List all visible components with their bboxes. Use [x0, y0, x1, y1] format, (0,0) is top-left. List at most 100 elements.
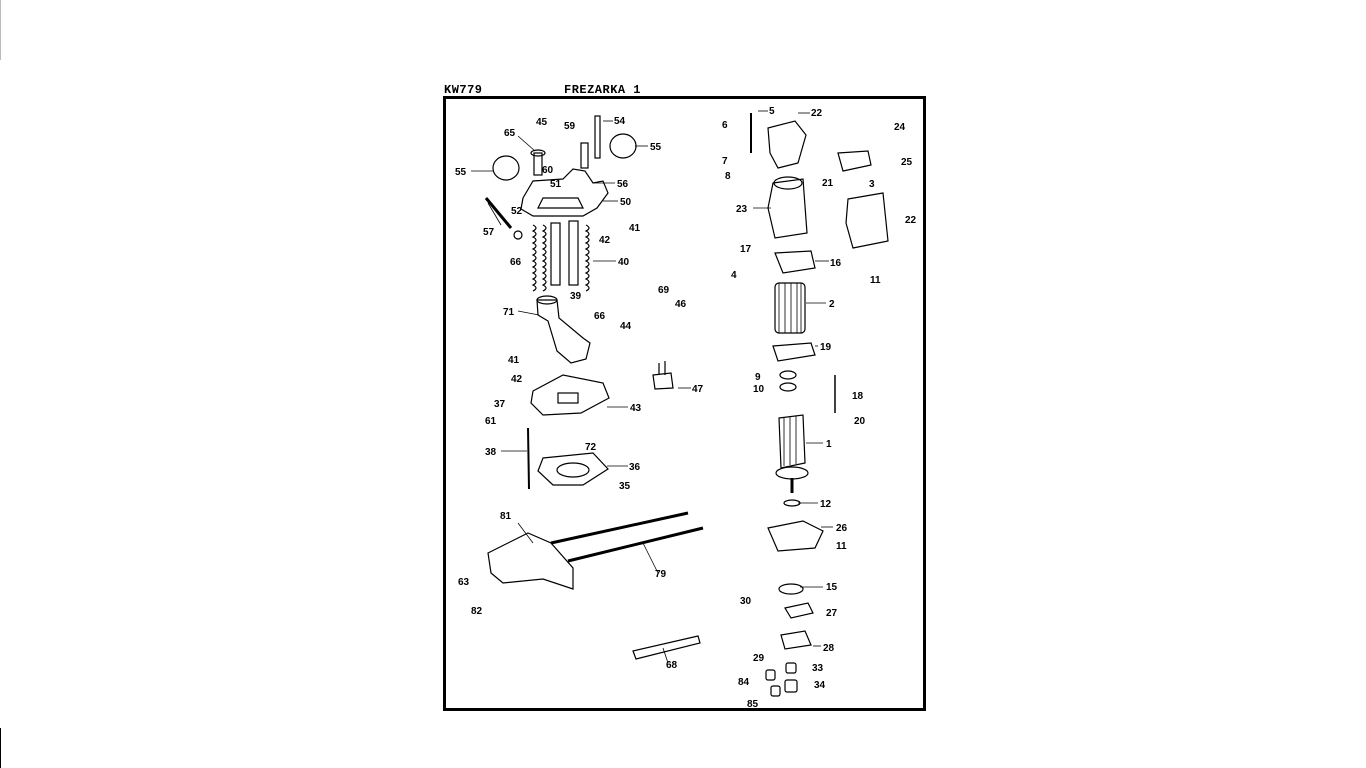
pin — [580, 142, 589, 169]
sub-base-36 — [537, 452, 609, 486]
part-label: 9 — [755, 372, 761, 383]
part-label: 17 — [740, 244, 752, 255]
part-label: 28 — [823, 643, 835, 654]
part-label: 2 — [829, 299, 835, 310]
part-label: 42 — [599, 235, 611, 246]
part-label: 63 — [458, 577, 470, 588]
part-label: 35 — [619, 481, 631, 492]
part-label: 37 — [494, 399, 506, 410]
edge-guide-81 — [487, 532, 574, 590]
rod-54 — [594, 115, 601, 159]
base-43 — [530, 374, 610, 416]
part-47 — [652, 372, 674, 390]
part-label: 34 — [814, 680, 826, 691]
bearing-10 — [779, 382, 797, 392]
column-39 — [550, 222, 561, 286]
stator-2 — [774, 282, 806, 334]
part-label: 7 — [722, 156, 728, 167]
pin-65 — [533, 152, 543, 176]
bearing-housing-19 — [772, 342, 816, 362]
part-label: 23 — [736, 204, 748, 215]
part-label: 5 — [769, 106, 775, 117]
part-label: 51 — [550, 179, 562, 190]
bracket-16 — [774, 250, 816, 274]
part-label: 41 — [508, 355, 520, 366]
exploded-parts-diagram: 1 2 3 4 5 6 7 8 9 10 11 11 12 15 16 17 1… — [443, 96, 926, 711]
part-label: 71 — [503, 307, 515, 318]
part-label: 56 — [617, 179, 629, 190]
part-label: 46 — [675, 299, 687, 310]
part-label: 1 — [826, 439, 832, 450]
part-label: 40 — [618, 257, 630, 268]
part-label: 60 — [542, 165, 554, 176]
part-label: 66 — [510, 257, 522, 268]
part-label: 85 — [747, 699, 759, 708]
window-edge-mark — [0, 728, 1, 768]
rod-38 — [527, 427, 530, 490]
part-label: 61 — [485, 416, 497, 427]
bolt-57 — [484, 197, 513, 229]
upper-handle-housing — [520, 168, 609, 217]
part-label: 22 — [905, 215, 917, 226]
part-label: 52 — [511, 206, 523, 217]
part-label: 36 — [629, 462, 641, 473]
part-label: 21 — [822, 178, 834, 189]
part-label: 81 — [500, 511, 512, 522]
collet-28 — [780, 630, 812, 650]
part-label: 38 — [485, 447, 497, 458]
part-label: 18 — [852, 391, 864, 402]
part-label: 25 — [901, 157, 913, 168]
cover-22-right — [845, 192, 889, 249]
part-label: 8 — [725, 171, 731, 182]
part-label: 47 — [692, 384, 704, 395]
part-label: 41 — [629, 223, 641, 234]
spring-right — [584, 224, 590, 292]
part-label: 79 — [655, 569, 667, 580]
part-label: 55 — [650, 142, 662, 153]
switch-3 — [837, 150, 872, 172]
collet-33 — [785, 662, 797, 674]
part-label: 59 — [564, 121, 576, 132]
part-label: 66 — [594, 311, 606, 322]
part-label: 84 — [738, 677, 750, 688]
part-label: 45 — [536, 117, 548, 128]
part-label: 39 — [570, 291, 582, 302]
guide-rod-79 — [550, 511, 689, 545]
part-label: 26 — [836, 523, 848, 534]
part-label: 24 — [894, 122, 906, 133]
part-drawings — [484, 113, 889, 697]
knob-right — [609, 133, 637, 159]
diagram-title: FREZARKA 1 — [564, 83, 642, 97]
spring-left — [531, 224, 537, 292]
part-label: 57 — [483, 227, 495, 238]
part-label: 3 — [869, 179, 875, 190]
window-edge-mark — [0, 0, 1, 60]
part-label: 11 — [870, 275, 881, 286]
part-label: 29 — [753, 653, 765, 664]
part-label: 27 — [826, 608, 838, 619]
part-label: 19 — [820, 342, 832, 353]
collet-84 — [765, 669, 776, 681]
part-label: 44 — [620, 321, 632, 332]
part-label: 55 — [455, 167, 467, 178]
lock-27 — [784, 602, 814, 619]
part-label: 33 — [812, 663, 824, 674]
part-label: 15 — [826, 582, 838, 593]
part-label: 42 — [511, 374, 523, 385]
depth-arm-71 — [536, 299, 591, 364]
collet-85 — [770, 685, 781, 697]
part-label: 6 — [722, 120, 728, 131]
washer-9 — [779, 370, 797, 380]
ring-12 — [783, 499, 801, 507]
gear-case-26 — [767, 520, 824, 552]
parts-drawing: 1 2 3 4 5 6 7 8 9 10 11 11 12 15 16 17 1… — [455, 106, 917, 708]
armature-1 — [778, 414, 806, 469]
leader-lines — [471, 110, 833, 664]
part-label: 11 — [836, 541, 847, 552]
part-label: 69 — [658, 285, 670, 296]
part-label: 4 — [731, 270, 737, 281]
knob-left — [492, 155, 520, 181]
cover-22 — [767, 120, 807, 169]
part-label: 16 — [830, 258, 842, 269]
part-number-labels: 1 2 3 4 5 6 7 8 9 10 11 11 12 15 16 17 1… — [455, 106, 917, 708]
